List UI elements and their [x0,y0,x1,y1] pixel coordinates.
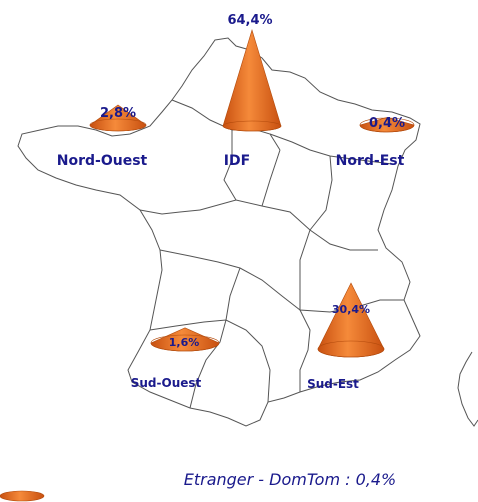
value-label-nord-est: 0,4% [369,116,405,131]
corsica-outline [457,351,478,427]
region-label-nord-ouest: Nord-Ouest [57,153,148,169]
cone-nord-ouest [89,104,147,132]
cone-etranger-domtom [0,490,45,502]
region-label-sud-est: Sud-Est [307,377,359,391]
france-outline [17,37,421,427]
cone-idf [222,28,282,132]
region-label-nord-est: Nord-Est [336,153,405,169]
value-label-sud-ouest: 1,6% [169,336,200,349]
value-label-idf: 64,4% [227,13,272,28]
region-label-idf: IDF [224,153,250,169]
cone-sud-est [317,282,385,358]
value-label-nord-ouest: 2,8% [100,106,136,121]
cone-markers [0,28,415,502]
cone-nord-est [359,117,415,133]
cone-sud-ouest [150,327,220,352]
region-label-sud-ouest: Sud-Ouest [131,376,202,390]
footer-note: Etranger - DomTom : 0,4% [183,470,397,489]
value-label-sud-est: 30,4% [332,303,370,316]
